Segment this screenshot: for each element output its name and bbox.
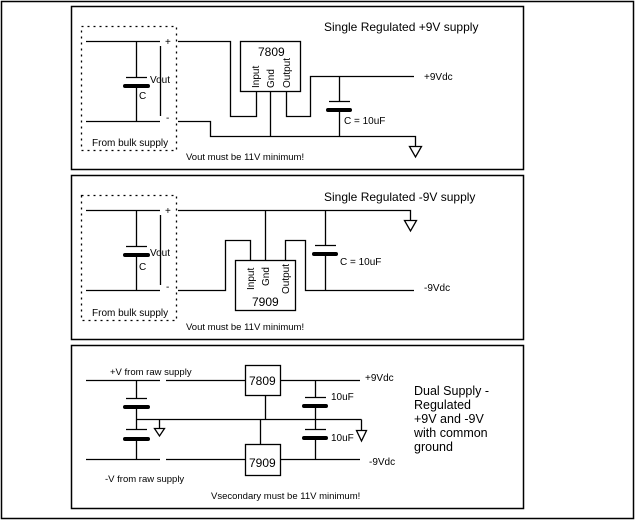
description-line: Regulated bbox=[414, 398, 471, 412]
description-line: with common bbox=[413, 426, 488, 440]
regulator-label: 7909 bbox=[252, 295, 279, 309]
note: Vout must be 11V minimum! bbox=[186, 152, 304, 163]
regulator-7809 bbox=[244, 364, 282, 397]
plus-terminal: + bbox=[165, 206, 171, 217]
pin-output: Output bbox=[281, 264, 292, 294]
panel-dual-border bbox=[70, 344, 525, 510]
input-wire bbox=[178, 40, 258, 118]
output-cap-label: C = 10uF bbox=[344, 116, 385, 127]
vout-label: Vout bbox=[150, 75, 170, 86]
note: Vsecondary must be 11V minimum! bbox=[211, 491, 360, 502]
neg-input-label: -V from raw supply bbox=[105, 474, 184, 485]
description-line: +9V and -9V bbox=[414, 412, 485, 426]
pos-input-label: +V from raw supply bbox=[110, 367, 192, 378]
panel-negative-supply: Single Regulated -9V supply From bulk su… bbox=[70, 174, 525, 341]
bulk-supply-label: From bulk supply bbox=[92, 308, 168, 319]
cap-label: C bbox=[139, 262, 146, 273]
neg-regulator-label: 7909 bbox=[249, 456, 276, 470]
pos-cap-label: 10uF bbox=[331, 392, 354, 403]
regulator-7909 bbox=[234, 259, 297, 312]
ground-icon bbox=[355, 429, 368, 443]
cap-label: C bbox=[139, 91, 146, 102]
regulator-7909 bbox=[244, 443, 282, 477]
minus-terminal: - bbox=[166, 113, 169, 124]
vout-label: Vout bbox=[150, 248, 170, 259]
note: Vout must be 11V minimum! bbox=[186, 322, 304, 333]
regulator-label: 7809 bbox=[258, 45, 285, 59]
panel-negative-title: Single Regulated -9V supply bbox=[324, 190, 475, 204]
panel-dual-supply: +V from raw supply -V from raw supply 78… bbox=[70, 344, 525, 510]
input-wire bbox=[178, 239, 252, 292]
bulk-supply-box bbox=[80, 194, 178, 322]
output-wire bbox=[285, 75, 414, 118]
regulator-7809 bbox=[239, 40, 302, 93]
pin-input: Input bbox=[251, 66, 262, 88]
description-line: Dual Supply - bbox=[414, 384, 489, 398]
pos-output-label: +9Vdc bbox=[365, 373, 394, 384]
bulk-supply-box bbox=[80, 25, 178, 152]
neg-cap-label: 10uF bbox=[331, 433, 354, 444]
output-wire bbox=[284, 239, 414, 292]
panel-negative-border bbox=[70, 174, 525, 341]
minus-terminal: - bbox=[166, 282, 169, 293]
output-cap-label: C = 10uF bbox=[340, 257, 381, 268]
ground-rail bbox=[178, 209, 412, 220]
panel-positive-supply: Single Regulated +9V supply From bulk su… bbox=[70, 5, 525, 171]
ground-icon bbox=[408, 145, 423, 159]
description-line: ground bbox=[414, 440, 453, 454]
output-label: +9Vdc bbox=[424, 72, 453, 83]
pin-gnd: Gnd bbox=[261, 267, 272, 286]
bulk-supply-label: From bulk supply bbox=[92, 138, 168, 149]
ground-icon bbox=[403, 219, 418, 233]
pin-gnd: Gnd bbox=[266, 69, 277, 88]
output-label: -9Vdc bbox=[424, 283, 450, 294]
panel-positive-title: Single Regulated +9V supply bbox=[324, 20, 478, 34]
pin-output: Output bbox=[282, 58, 293, 88]
ground-icon bbox=[153, 427, 166, 438]
neg-output-label: -9Vdc bbox=[369, 457, 395, 468]
pos-regulator-label: 7809 bbox=[249, 374, 276, 388]
plus-terminal: + bbox=[165, 37, 171, 48]
ground-rail bbox=[178, 120, 417, 146]
pin-input: Input bbox=[246, 268, 257, 290]
